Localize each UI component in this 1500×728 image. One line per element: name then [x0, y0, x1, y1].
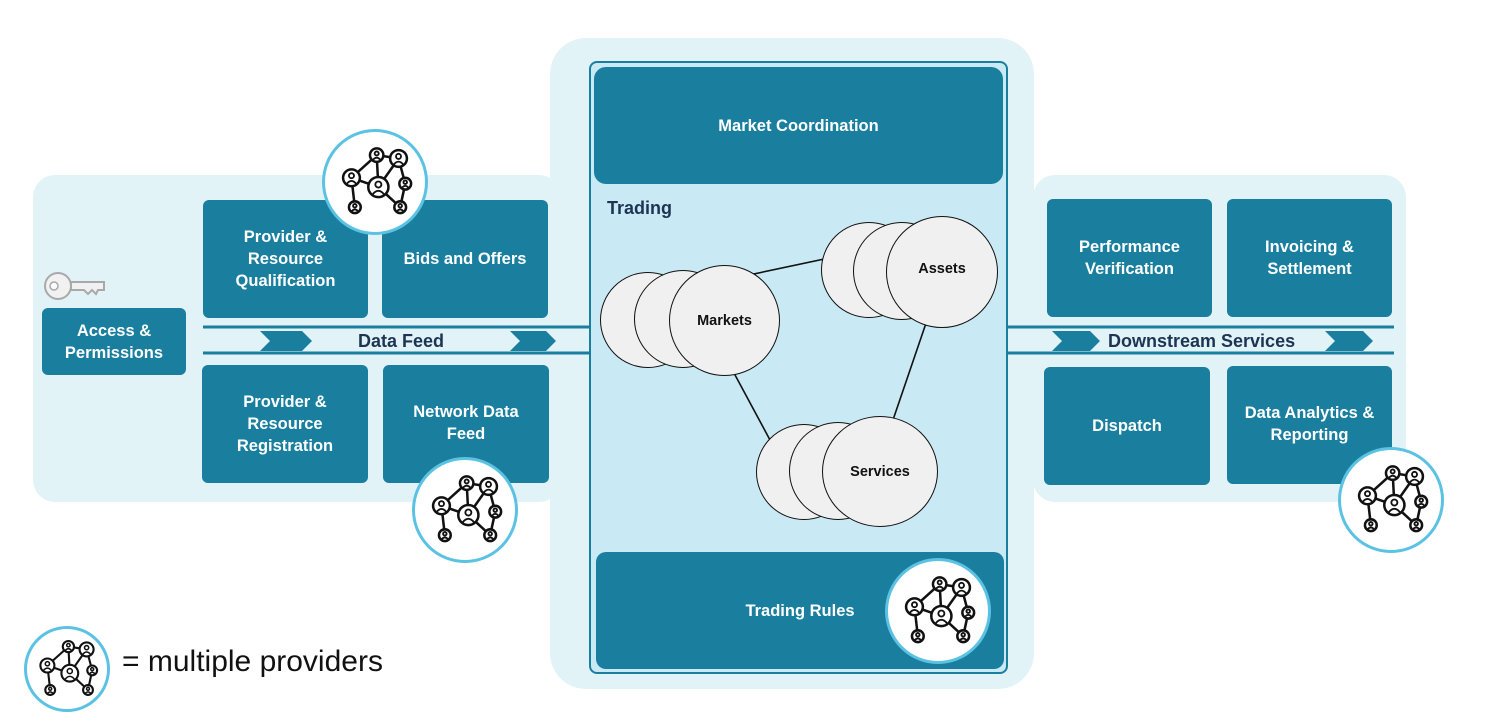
- multiple-providers-icon: [885, 558, 991, 664]
- market-coordination-box: Market Coordination: [594, 67, 1003, 184]
- dispatch-box: Dispatch: [1044, 367, 1210, 485]
- multiple-providers-icon: [412, 457, 518, 563]
- trading-label: Trading: [607, 198, 673, 218]
- legend-text: = multiple providers: [122, 645, 383, 678]
- markets-circle: Markets: [669, 265, 780, 376]
- performance-verification-box: Performance Verification: [1047, 199, 1212, 317]
- chevron-icon: [1325, 331, 1373, 351]
- downstream-services-label: Downstream Services: [1108, 331, 1296, 351]
- data-feed-label: Data Feed: [358, 331, 445, 351]
- multiple-providers-icon: [1338, 447, 1444, 553]
- legend-multiple-providers-icon: [24, 626, 110, 712]
- multiple-providers-icon: [322, 129, 428, 235]
- chevron-icon: [260, 331, 312, 351]
- assets-circle: Assets: [886, 216, 998, 328]
- chevron-icon: [1052, 331, 1100, 351]
- services-circle: Services: [822, 416, 938, 527]
- chevron-icon: [510, 331, 556, 351]
- access-permissions-box: Access & Permissions: [42, 308, 186, 375]
- provider-registration-box: Provider & Resource Registration: [202, 365, 368, 483]
- invoicing-settlement-box: Invoicing & Settlement: [1227, 199, 1392, 317]
